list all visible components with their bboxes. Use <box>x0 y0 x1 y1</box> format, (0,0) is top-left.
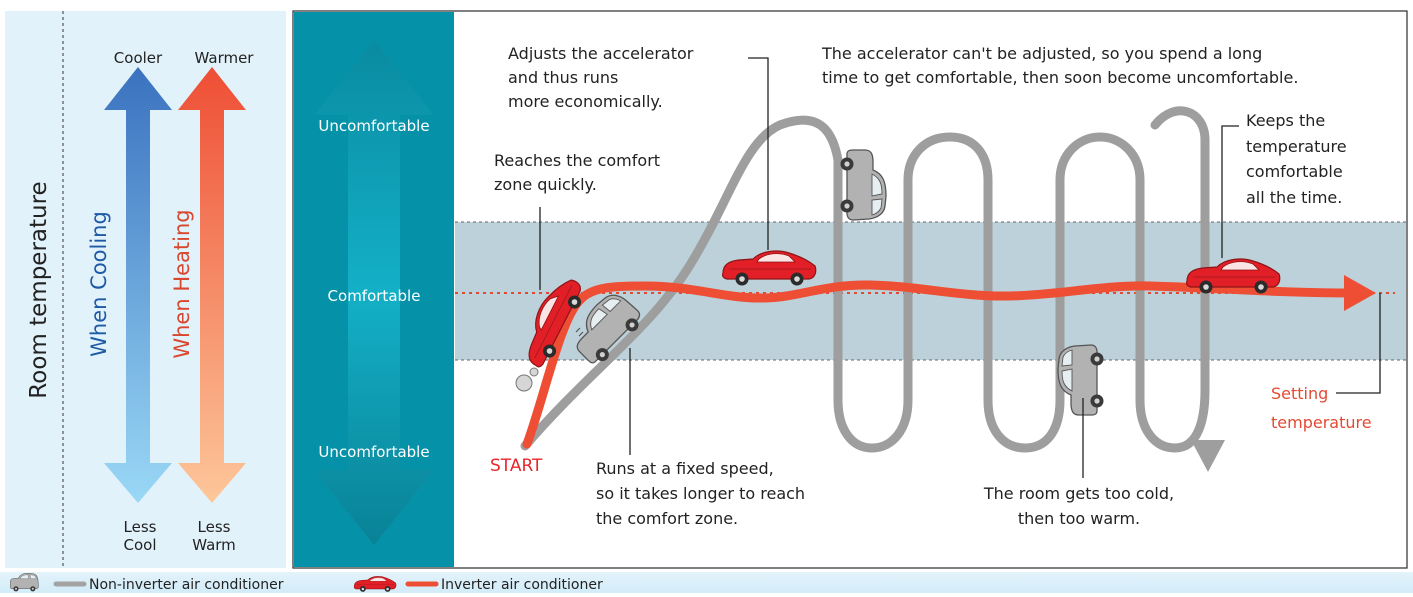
cannot-adjust-text-line2: time to get comfortable, then soon becom… <box>822 68 1298 87</box>
exhaust-puff-small-icon <box>529 367 539 377</box>
keeps-comfortable-text-line4: all the time. <box>1246 188 1342 207</box>
reaches-comfort-text-line2: zone quickly. <box>494 175 597 194</box>
keeps-comfortable-text-line2: temperature <box>1246 137 1347 156</box>
setting-temperature-leader <box>1336 293 1381 394</box>
setting-temperature-label-line1: Setting <box>1271 384 1328 403</box>
setting-temperature-label-line2: temperature <box>1271 413 1372 432</box>
fixed-speed-text-line3: the comfort zone. <box>596 509 738 528</box>
less-warm-label-line1: Less <box>198 518 231 536</box>
exhaust-puff-icon <box>515 374 533 392</box>
zone-uncomfortable-top-label: Uncomfortable <box>318 117 429 135</box>
inverter-path-arrowhead <box>1344 275 1376 311</box>
room-temperature-label: Room temperature <box>26 181 52 398</box>
non-inverter-temperature-path <box>520 106 1210 453</box>
too-cold-warm-text-line2: then too warm. <box>1018 509 1140 528</box>
legend-non-inverter-label: Non-inverter air conditioner <box>89 577 284 593</box>
fixed-speed-text-line2: so it takes longer to reach <box>596 484 805 503</box>
when-cooling-label: When Cooling <box>87 211 111 357</box>
less-cool-label-line1: Less <box>124 518 157 536</box>
legend-bar <box>0 572 1413 593</box>
cooler-label: Cooler <box>114 49 163 67</box>
adjusts-accelerator-text-line1: Adjusts the accelerator <box>508 44 694 63</box>
zone-comfortable-label: Comfortable <box>328 287 421 305</box>
fixed-speed-text-line1: Runs at a fixed speed, <box>596 459 774 478</box>
adjusts-accelerator-text-line2: and thus runs <box>508 68 618 87</box>
too-cold-warm-text-line1: The room gets too cold, <box>983 484 1174 503</box>
less-warm-label-line2: Warm <box>192 536 236 554</box>
adjusts-accelerator-text-line3: more economically. <box>508 92 663 111</box>
keeps-comfortable-text-line3: comfortable <box>1246 162 1343 181</box>
zone-column-arrow <box>314 40 434 545</box>
cooling-range-arrow <box>104 67 172 503</box>
keeps-comfortable-text-line1: Keeps the <box>1246 111 1325 130</box>
zone-uncomfortable-bottom-label: Uncomfortable <box>318 443 429 461</box>
legend-inverter-label: Inverter air conditioner <box>441 577 603 593</box>
heating-range-arrow <box>178 67 246 503</box>
adjusts-accelerator-leader <box>748 57 769 250</box>
warmer-label: Warmer <box>195 49 255 67</box>
motion-lines-icon <box>575 327 584 337</box>
inverter-temperature-path <box>522 280 1357 449</box>
non-inverter-path-arrowhead <box>1191 440 1225 472</box>
start-label: START <box>490 456 543 476</box>
reaches-comfort-text-line1: Reaches the comfort <box>494 151 660 170</box>
cannot-adjust-text-line1: The accelerator can't be adjusted, so yo… <box>821 44 1262 63</box>
less-cool-label-line2: Cool <box>124 536 157 554</box>
keeps-comfortable-leader <box>1221 125 1239 258</box>
when-heating-label: When Heating <box>170 209 194 358</box>
